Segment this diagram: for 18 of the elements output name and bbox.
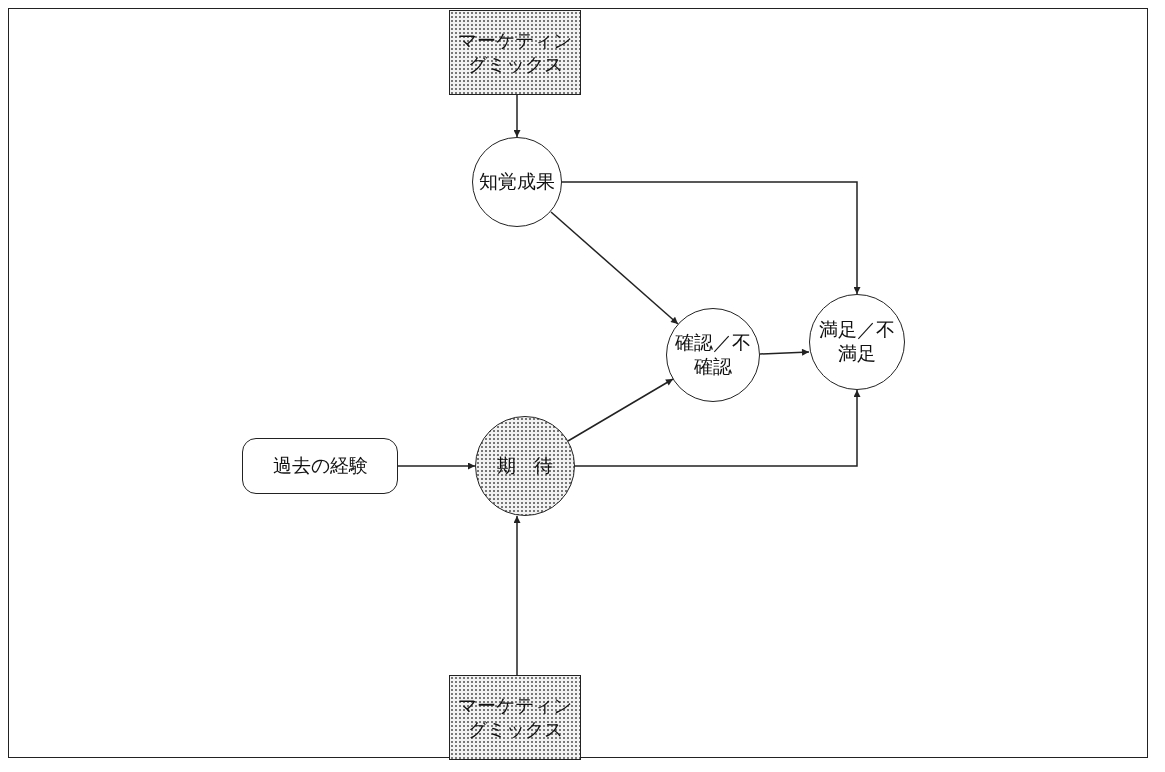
arrow: [513, 515, 521, 676]
arrow: [567, 378, 674, 442]
arrow: [513, 94, 521, 138]
node-label: 過去の経験: [272, 454, 368, 478]
node-label: 確認／不確認: [674, 331, 752, 379]
rounded-box: [242, 438, 398, 494]
shaded-box: [449, 675, 581, 760]
node-label: 満足／不満足: [818, 318, 896, 366]
node-label: マーケティングミックス: [457, 28, 573, 77]
arrow: [561, 181, 861, 295]
arrow: [574, 389, 861, 467]
node-label: 期待: [497, 454, 570, 478]
node-label: マーケティングミックス: [457, 693, 573, 742]
node-label: 知覚成果: [479, 170, 555, 194]
shaded-box: [449, 10, 581, 95]
arrow: [397, 462, 476, 470]
arrow: [550, 211, 679, 325]
arrow: [759, 348, 810, 356]
